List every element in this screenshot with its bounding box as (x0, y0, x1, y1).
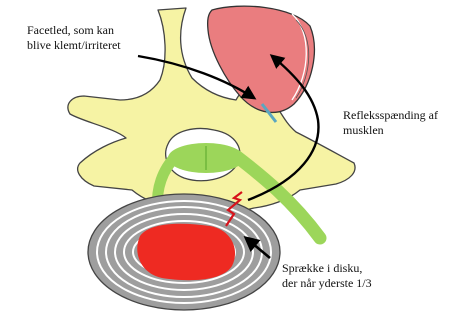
nucleus-pulposus (137, 224, 235, 281)
label-disc-crack: Sprække i disku, der når yderste 1/3 (282, 261, 372, 291)
label-disc-crack-line2: der når yderste 1/3 (282, 276, 372, 291)
label-reflex-spasm: Refleksspænding af musklen (343, 108, 438, 138)
label-disc-crack-line1: Sprække i disku, (282, 261, 372, 276)
label-facet-joint: Facetled, som kan blive klemt/irriteret (27, 23, 121, 53)
label-facet-joint-line1: Facetled, som kan (27, 23, 121, 38)
label-reflex-spasm-line1: Refleksspænding af (343, 108, 438, 123)
label-facet-joint-line2: blive klemt/irriteret (27, 38, 121, 53)
label-reflex-spasm-line2: musklen (343, 123, 438, 138)
